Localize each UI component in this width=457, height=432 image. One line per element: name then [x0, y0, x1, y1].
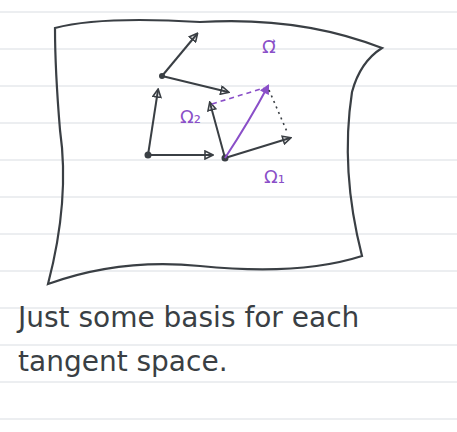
vector-symbol: Ω⃗: [262, 36, 276, 57]
basis-vector-label: Ω₁: [264, 166, 285, 187]
handwritten-note: Just some basis for each tangent space.: [18, 296, 443, 384]
basis-vector-label: Ω₂: [180, 106, 201, 127]
